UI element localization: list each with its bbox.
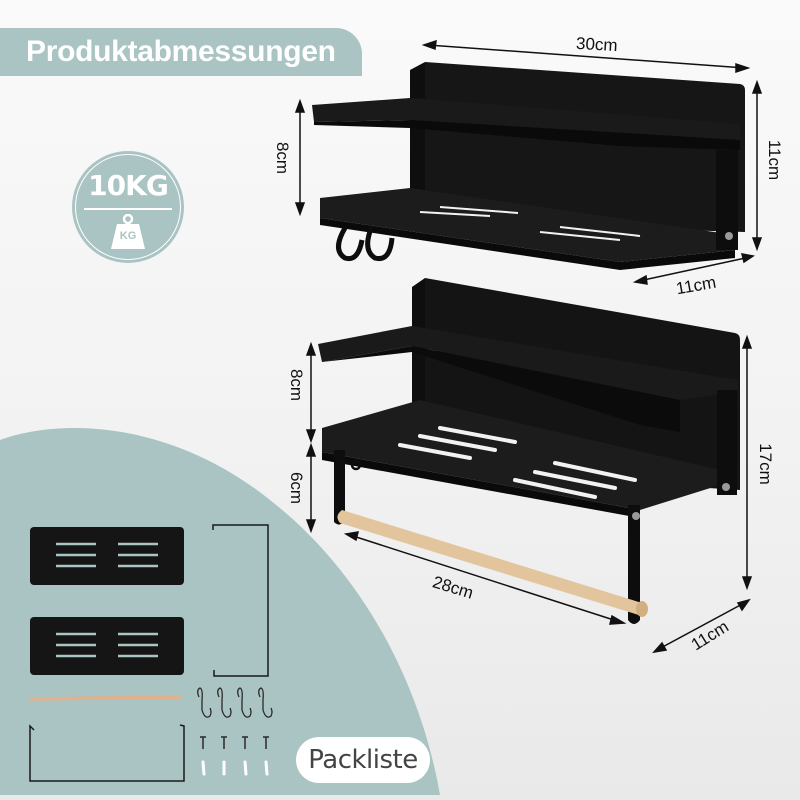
packlist-items	[29, 524, 273, 782]
capacity-value: 10KG	[88, 169, 169, 202]
dim-top-height-total: 11cm	[765, 139, 785, 181]
dim-bottom-height-lower: 6cm	[287, 471, 307, 505]
bottom-shelf	[318, 278, 740, 624]
top-shelf	[312, 62, 745, 270]
packlist-title: Packliste	[308, 745, 418, 775]
badge-ring	[75, 154, 181, 260]
badge-divider	[84, 208, 172, 210]
page-title: Produktabmessungen	[26, 35, 336, 68]
dim-bottom-height-upper: 8cm	[287, 368, 307, 402]
dim-bottom-height-total: 17cm	[755, 443, 775, 485]
weight-icon: KG	[108, 214, 148, 250]
weight-icon-label: KG	[119, 230, 137, 242]
dimension-arrows	[294, 39, 763, 654]
packlist-label: Packliste	[296, 737, 430, 783]
section-header: Produktabmessungen	[0, 28, 362, 76]
capacity-badge: 10KG KG	[72, 151, 184, 263]
dim-top-height-inner: 8cm	[273, 141, 293, 175]
dim-top-width: 30cm	[575, 33, 619, 56]
packlist-panel	[0, 428, 440, 795]
